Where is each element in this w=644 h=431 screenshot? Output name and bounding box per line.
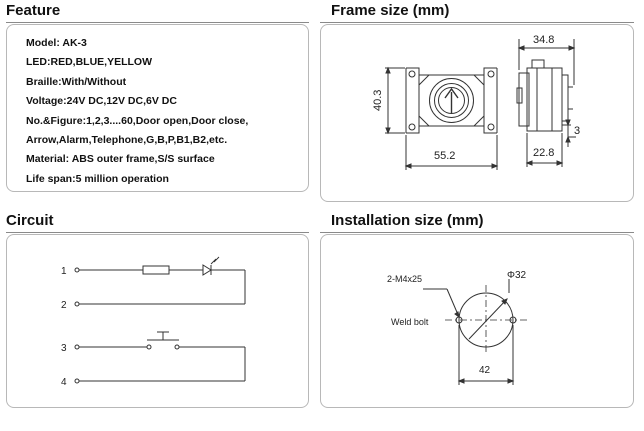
- circuit-title-rule: [6, 232, 309, 233]
- frame-depth-label: 34.8: [533, 34, 554, 46]
- feature-item-figure-cont: Arrow,Alarm,Telephone,G,B,P,B1,B2,etc.: [26, 134, 228, 147]
- spacing-label: 42: [479, 365, 491, 376]
- pin-1-label: 1: [61, 266, 67, 277]
- frame-side-view: [516, 59, 573, 132]
- frame-front-view: [405, 67, 498, 134]
- frame-width-label: 55.2: [434, 150, 455, 162]
- frame-depth-dimension: [517, 39, 576, 167]
- weld-bolts: [423, 279, 517, 324]
- installation-drawing: 2-M4x25 Φ32 Weld bolt 42: [387, 270, 527, 385]
- led-symbol: [202, 264, 212, 276]
- mounting-hole: [445, 285, 527, 355]
- screw-label: 2-M4x25: [387, 274, 422, 284]
- feature-title: Feature: [6, 2, 61, 19]
- feature-item-material: Material: ABS outer frame,S/S surface: [26, 153, 215, 166]
- pin-3-label: 3: [61, 343, 67, 354]
- frame-width-dimension: [404, 135, 499, 170]
- spacing-dimension: [457, 325, 515, 385]
- frame-height-dimension: [385, 66, 405, 135]
- led-circuit: [74, 256, 246, 307]
- hole-diameter-label: Φ32: [507, 270, 527, 281]
- feature-item-braille: Braille:With/Without: [26, 75, 127, 88]
- feature-item-model: Model: AK-3: [26, 37, 87, 49]
- feature-item-lifespan: Life span:5 million operation: [26, 172, 169, 185]
- pin-2-label: 2: [61, 300, 67, 311]
- feature-title-rule: [6, 22, 309, 23]
- switch-circuit: [74, 331, 246, 384]
- feature-item-figure: No.&Figure:1,2,3....60,Door open,Door cl…: [26, 114, 249, 127]
- installation-panel: 2-M4x25 Φ32 Weld bolt 42: [320, 234, 634, 408]
- installation-title-rule: [320, 232, 634, 233]
- feature-item-led: LED:RED,BLUE,YELLOW: [26, 56, 152, 69]
- frame-depth-body-label: 22.8: [533, 147, 554, 159]
- feature-list: Model: AK-3 LED:RED,BLUE,YELLOW Braille:…: [26, 34, 248, 189]
- frame-drawing: 55.2 40.3 34.8 22.8 3: [372, 34, 580, 170]
- frame-title: Frame size (mm): [331, 2, 450, 19]
- weld-bolt-label: Weld bolt: [391, 317, 429, 327]
- circuit-diagram: 1 2 3 4: [61, 256, 246, 388]
- feature-item-voltage: Voltage:24V DC,12V DC,6V DC: [26, 95, 177, 108]
- pin-4-label: 4: [61, 377, 67, 388]
- frame-title-rule: [320, 22, 634, 23]
- resistor: [142, 265, 170, 275]
- frame-panel-label: 3: [574, 125, 580, 137]
- feature-panel: Model: AK-3 LED:RED,BLUE,YELLOW Braille:…: [6, 24, 309, 192]
- frame-panel: 55.2 40.3 34.8 22.8 3: [320, 24, 634, 202]
- installation-title: Installation size (mm): [331, 212, 484, 229]
- frame-height-label: 40.3: [372, 90, 384, 111]
- circuit-title: Circuit: [6, 212, 54, 229]
- circuit-panel: 1 2 3 4: [6, 234, 309, 408]
